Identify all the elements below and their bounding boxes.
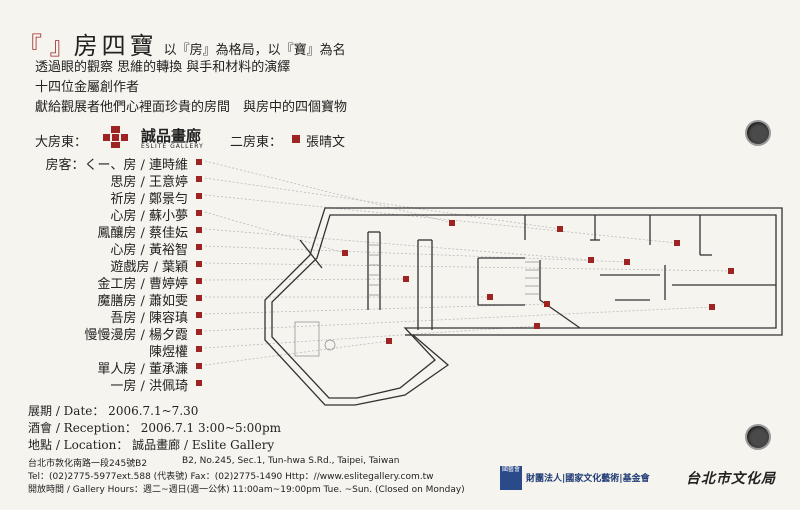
punch-hole-bottom: [745, 424, 771, 450]
hours-line: 開放時間 / Gallery Hours：週二~週日(週一公休) 11:00am…: [28, 485, 465, 495]
room-markers: [342, 220, 734, 344]
address-en: B2, No.245, Sec.1, Tun-hwa S.Rd., Taipei…: [182, 456, 400, 466]
list-item: 魔膳房 / 蕭如雯: [0, 290, 204, 309]
taipei-culture-bureau-logo: 台北市文化局: [686, 471, 776, 487]
list-item: 陳煜權: [0, 341, 204, 360]
plan-stairs: [294, 244, 540, 357]
list-item: 慢慢漫房 / 楊夕霞: [0, 324, 204, 343]
eslite-logo-icon: [103, 126, 129, 148]
intro-line-1: 透過眼的觀察 思維的轉換 與手和材料的演繹: [35, 60, 291, 75]
list-item: 吾房 / 陳容瑱: [0, 307, 204, 326]
ncaf-name: 財團法人|國家文化藝術|基金會: [526, 474, 650, 484]
list-item: 思房 / 王意婷: [0, 171, 204, 190]
title-main: 房四寶: [73, 32, 158, 60]
second-landlord-name: 張晴文: [306, 135, 346, 150]
second-landlord-marker: [292, 135, 300, 143]
list-item: 心房 / 黃裕智: [0, 239, 204, 258]
gallery-name-en: ESLITE GALLERY: [141, 143, 204, 150]
room-list: 房客：くー、房 / 連時維 思房 / 王意婷 祈房 / 鄭景勻 心房 / 蘇小夢…: [0, 154, 210, 394]
list-item: 鳳釀房 / 蔡佳妘: [0, 222, 204, 241]
list-item: 祈房 / 鄭景勻: [0, 188, 204, 207]
exhibition-dates: 展期 / Date： 2006.7.1~7.30: [28, 404, 199, 418]
list-item: 遊戲房 / 葉穎: [0, 256, 204, 275]
big-landlord-label: 大房東：: [35, 135, 88, 150]
plan-walls: [264, 207, 783, 406]
title: 『 』房四寶以『房』為格局，以『寶』為名: [18, 26, 346, 61]
intro-line-2: 十四位金屬創作者: [35, 80, 140, 95]
reception-time: 酒會 / Reception： 2006.7.1 3:00~5:00pm: [28, 421, 282, 435]
contact-line: Tel：(02)2775-5977ext.588 (代表號) Fax：(02)2…: [28, 472, 434, 482]
address-cn: 台北市敦化南路一段245號B2: [28, 459, 148, 469]
list-item: 心房 / 蘇小夢: [0, 205, 204, 224]
punch-hole-top: [745, 120, 771, 146]
title-tail: 以『房』為格局，以『寶』為名: [163, 43, 346, 58]
second-landlord-label: 二房東：: [230, 135, 283, 150]
title-brackets: 『 』: [18, 32, 74, 60]
intro-line-3: 獻給觀展者他們心裡面珍貴的房間 與房中的四個寶物: [35, 100, 348, 115]
gallery-name-cn: 誠品畫廊: [141, 127, 202, 145]
ncaf-logo-icon: 國藝會: [500, 466, 522, 490]
list-item: 金工房 / 曹婷婷: [0, 273, 204, 292]
list-item: 房客：くー、房 / 連時維: [0, 154, 204, 173]
list-item: 單人房 / 董承濂: [0, 358, 204, 377]
leader-lines: [204, 160, 732, 366]
exhibition-location: 地點 / Location： 誠品畫廊 / Eslite Gallery: [28, 438, 275, 452]
list-item: 一房 / 洪佩琦: [0, 375, 204, 394]
